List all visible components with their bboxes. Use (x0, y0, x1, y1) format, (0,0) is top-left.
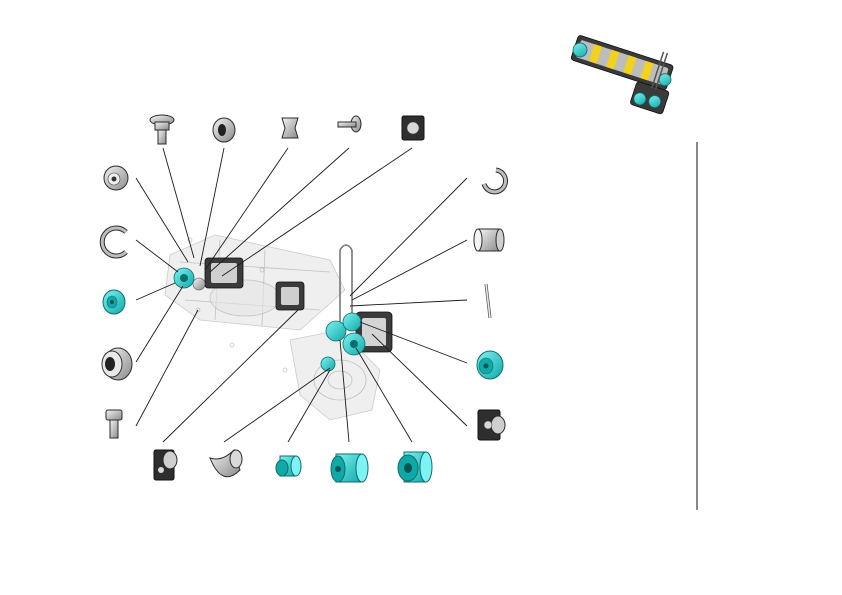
c-clip-icon (481, 167, 509, 195)
flange-bolt-icon (149, 114, 175, 145)
assembly-overview-icon (570, 35, 674, 115)
bushing-icon (101, 347, 133, 381)
gear-pulley-icon (397, 451, 433, 483)
pin-icon (337, 115, 362, 133)
pulley-icon (330, 453, 369, 483)
bracket-bottom-icon (153, 449, 178, 481)
washer-icon (212, 117, 236, 143)
e-clip-icon (99, 225, 128, 259)
half-bushing-icon (209, 449, 243, 478)
rod-icon (484, 283, 492, 319)
gear-icon (102, 289, 126, 315)
leader-lines (135, 147, 468, 443)
assembly-right-cluster (320, 244, 393, 372)
shoulder-screw-icon (105, 409, 123, 439)
sleeve-icon (473, 228, 505, 252)
assembly-left-cluster (173, 257, 305, 311)
spacer-block-icon (281, 117, 299, 139)
small-gear-icon (275, 455, 302, 477)
bearing-icon (103, 165, 129, 191)
bracket-plate-right-icon (477, 409, 506, 441)
roller-gear-icon (476, 350, 504, 380)
bracket-plate-icon (401, 115, 425, 141)
